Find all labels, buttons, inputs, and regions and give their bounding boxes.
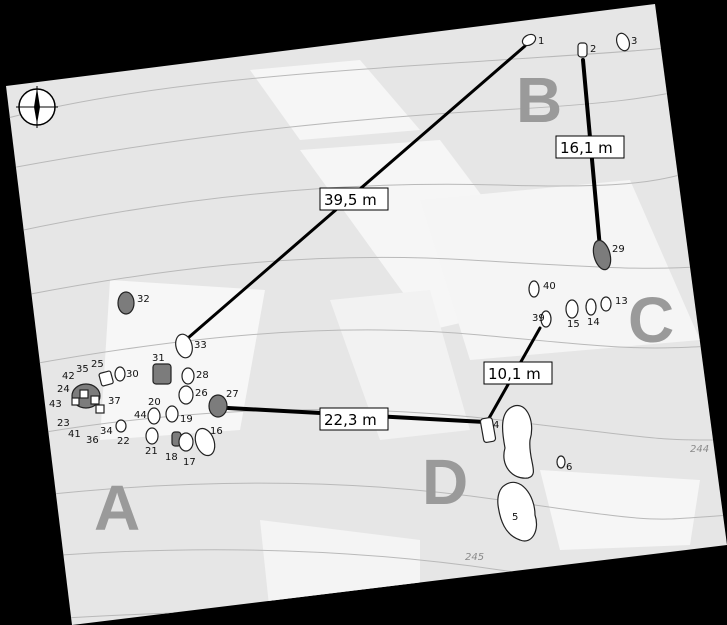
stone [565, 299, 579, 319]
stone [117, 291, 135, 315]
stone-label: 36 [86, 435, 99, 446]
stone [577, 42, 588, 58]
stone-label: 31 [152, 353, 165, 364]
distance-label-dc: 10,1 m [483, 361, 553, 385]
stone-label: 25 [91, 359, 104, 370]
stone [528, 280, 540, 298]
stone-label: 40 [543, 281, 556, 292]
stone-label: 17 [183, 457, 196, 468]
stone-label: 2 [590, 44, 596, 55]
stone [152, 363, 172, 385]
stone [71, 397, 80, 406]
stone-label: 42 [62, 371, 75, 382]
stone [585, 298, 597, 316]
stone-label: 6 [566, 462, 572, 473]
stone-label: 35 [76, 364, 89, 375]
stone-label: 34 [100, 426, 113, 437]
svg-text:39,5 m: 39,5 m [324, 191, 377, 209]
distance-label-ab: 39,5 m [319, 187, 389, 211]
stone [479, 417, 497, 443]
stone-label: 22 [117, 436, 130, 447]
stone-label: 27 [226, 389, 239, 400]
light-patch [250, 60, 420, 140]
zone-label-b: B [516, 64, 562, 136]
stone-label: 39 [532, 313, 545, 324]
stone [502, 405, 534, 479]
contour-line [6, 482, 727, 520]
stone-label: 16 [210, 426, 223, 437]
zone-label-a: A [94, 472, 140, 544]
distance-label-bc: 16,1 m [555, 135, 625, 159]
stone-label: 44 [134, 410, 147, 421]
stone [175, 333, 193, 359]
stone [521, 33, 537, 47]
stone-label: 14 [587, 317, 600, 328]
stone-label: 29 [612, 244, 625, 255]
stone [540, 310, 552, 328]
stone [114, 366, 126, 382]
stone [615, 32, 631, 52]
stone [181, 367, 195, 385]
stone-label: 32 [137, 294, 150, 305]
stone-label: 24 [57, 384, 70, 395]
contour-line [6, 409, 727, 441]
stone-label: 41 [68, 429, 81, 440]
zone-label-c: C [628, 284, 674, 356]
stone-label: 30 [126, 369, 139, 380]
stone [79, 389, 89, 399]
stone [497, 481, 538, 542]
stone [90, 395, 100, 405]
stone-label: 19 [180, 414, 193, 425]
stone-label: 3 [631, 36, 637, 47]
stone-label: 15 [567, 319, 580, 330]
svg-text:22,3 m: 22,3 m [324, 411, 377, 429]
light-patch [420, 180, 700, 360]
stone [147, 407, 161, 425]
contour-line [6, 164, 727, 236]
stone [194, 427, 216, 457]
stone [145, 427, 159, 445]
stone-label: 4 [493, 420, 499, 431]
contour-label-245: 245 [465, 552, 484, 563]
distance-label-ad: 22,3 m [319, 407, 389, 431]
stone [98, 370, 114, 387]
stone [178, 385, 194, 405]
stone-label: 23 [57, 418, 70, 429]
stone [600, 296, 612, 312]
svg-text:10,1 m: 10,1 m [488, 365, 541, 383]
stone-label: 33 [194, 340, 207, 351]
stone-label: 13 [615, 296, 628, 307]
stone-label: 20 [148, 397, 161, 408]
stone-label: 21 [145, 446, 158, 457]
stone-label: 37 [108, 396, 121, 407]
stone [556, 455, 566, 469]
zone-label-d: D [422, 446, 468, 518]
svg-text:16,1 m: 16,1 m [560, 139, 613, 157]
stone-label: 26 [195, 388, 208, 399]
stone [208, 394, 228, 418]
light-patch [540, 470, 700, 550]
contour-line [6, 256, 727, 301]
stone [115, 419, 127, 433]
contour-line [6, 329, 727, 371]
stone-label: 43 [49, 399, 62, 410]
stone-label: 5 [512, 512, 518, 523]
stone-label: 18 [165, 452, 178, 463]
stone-label: 1 [538, 36, 544, 47]
stone [592, 239, 612, 271]
terrain-layer [6, 39, 727, 625]
contour-label-244: 244 [690, 444, 709, 455]
light-patch [330, 290, 470, 440]
stone-label: 28 [196, 370, 209, 381]
stone [178, 432, 194, 452]
north-arrow-icon [16, 86, 58, 128]
stone [95, 404, 105, 414]
stone [165, 405, 179, 423]
